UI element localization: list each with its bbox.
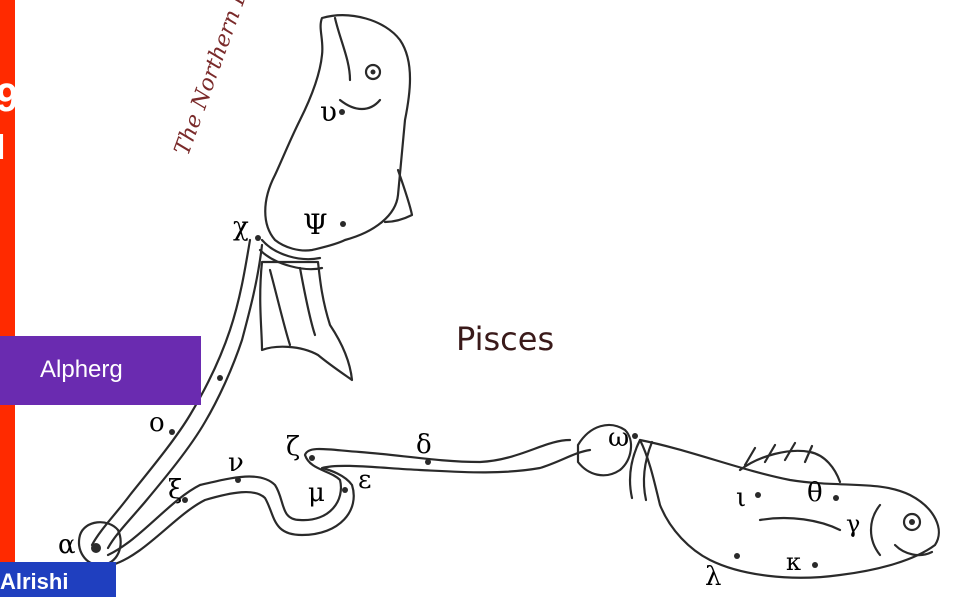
constellation-title: Pisces [456, 320, 554, 358]
star-label-kappa: κ [786, 548, 801, 576]
star-label-mu: μ [308, 478, 325, 508]
northern-fish-outline [265, 15, 410, 250]
alpherg-callout: Alpherg [0, 336, 201, 405]
northern-fish-tail [260, 262, 352, 380]
star-label-omega: ω [608, 423, 629, 453]
alrishi-label: Alrishi [0, 569, 68, 595]
star-label-zeta: ζ [286, 432, 300, 462]
star-label-lambda: λ [705, 562, 721, 592]
alpha-knot [79, 522, 121, 565]
star-label-nu: ν [228, 448, 244, 478]
star-label-chi: χ [233, 212, 249, 242]
star-label-iota: ι [736, 483, 746, 513]
star-label-epsilon: ε [358, 465, 371, 495]
star-label-delta: δ [416, 430, 432, 460]
alrishi-callout: Alrishi [0, 562, 116, 597]
star-label-psi: Ψ [303, 208, 328, 241]
star-label-theta: θ [807, 478, 823, 508]
star-label-alpha: α [58, 530, 76, 560]
star-label-xi: ξ [168, 475, 182, 505]
star-label-upsilon: υ [320, 95, 337, 128]
star-label-omicron: ο [149, 408, 165, 438]
star-label-gamma: γ [846, 510, 860, 538]
alpherg-label: Alpherg [40, 356, 123, 384]
